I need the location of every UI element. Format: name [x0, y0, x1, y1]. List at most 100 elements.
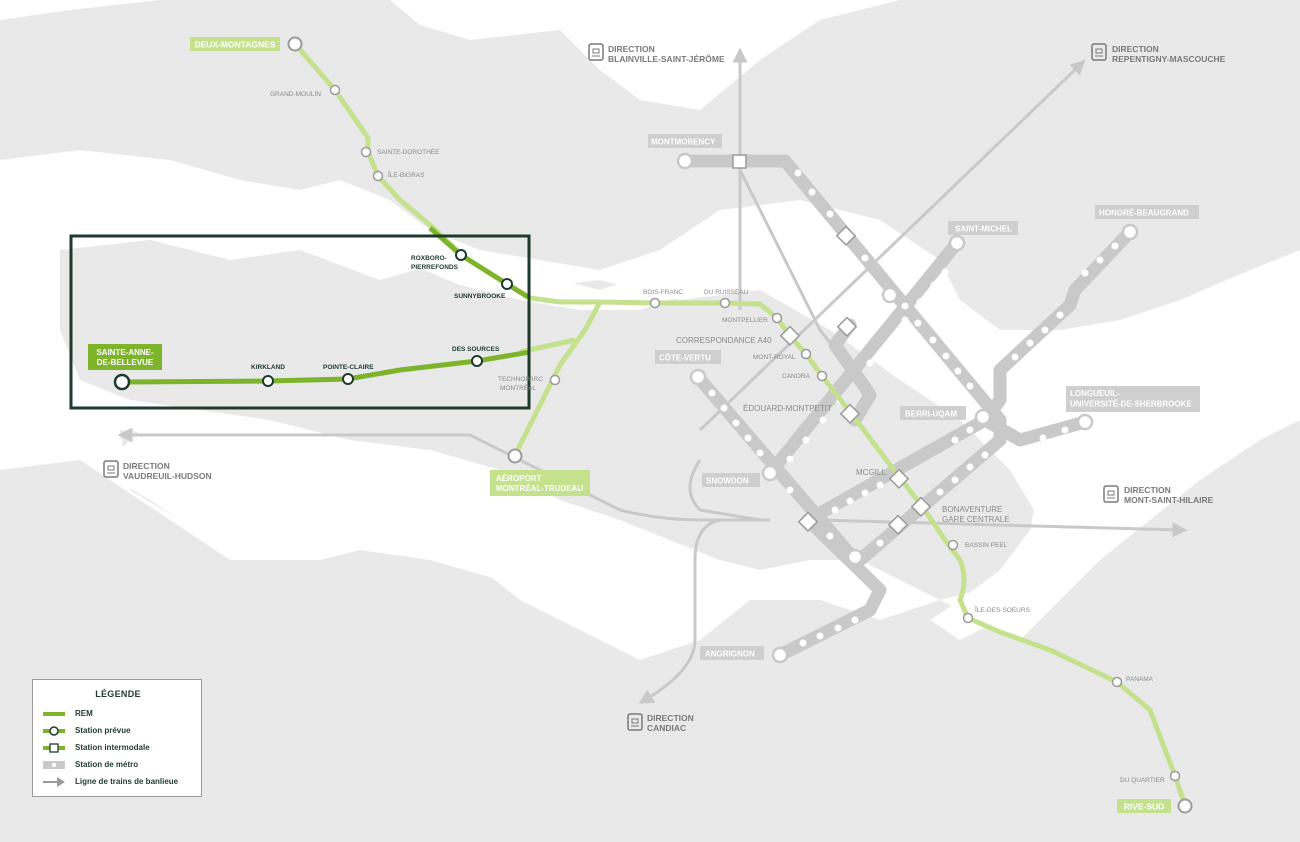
station-longueuil[interactable] — [1076, 413, 1094, 431]
label-deux-montagnes: DEUX-MONTAGNES — [194, 40, 275, 50]
station-du-quartier[interactable] — [1169, 770, 1181, 782]
metro-station-dots — [708, 169, 1119, 647]
svg-text:VAUDREUIL-HUDSON: VAUDREUIL-HUDSON — [123, 471, 212, 481]
station-bassin-peel[interactable] — [947, 539, 959, 551]
station-sainte-anne[interactable] — [113, 373, 131, 391]
legend-item-station-metro: Station de métro — [41, 759, 201, 771]
station-snowdon[interactable] — [761, 464, 779, 482]
label-bonaventure-2: GARE CENTRALE — [942, 515, 1010, 524]
svg-text:DIRECTION: DIRECTION — [647, 713, 694, 723]
rail-loop-snowdon — [688, 459, 761, 522]
intermodal-square-icon[interactable] — [910, 496, 932, 517]
metro-green-loop — [828, 318, 877, 427]
intermodal-square-icon[interactable] — [836, 316, 858, 337]
train-icon — [103, 460, 119, 478]
label-rive-sud: RIVE-SUD — [1124, 802, 1165, 812]
label-roxboro: ROXBORO- — [411, 255, 447, 262]
metro-terminus-stations — [676, 152, 1139, 664]
intermodal-square-icon[interactable] — [835, 225, 857, 246]
rail-repentigny — [698, 59, 1086, 432]
station-des-sources[interactable] — [471, 355, 483, 367]
station-ile-des-soeurs[interactable] — [962, 612, 974, 624]
land-south-shore-west — [0, 420, 1300, 842]
label-roxboro-2: PIERREFONDS — [411, 264, 459, 271]
label-sainte-dorothee: SAINTE-DOROTHÉE — [377, 147, 440, 156]
station-lionel-groulx[interactable] — [846, 548, 864, 566]
metro-green-west — [773, 513, 887, 662]
label-longueuil: LONGUEUIL- — [1070, 389, 1120, 398]
intermodal-square-icon[interactable] — [888, 468, 910, 489]
label-honore-beaugrand: HONORÉ-BEAUGRAND — [1099, 209, 1189, 218]
station-pointe-claire[interactable] — [342, 373, 354, 385]
intermodal-square-icon[interactable] — [797, 511, 819, 532]
station-canora[interactable] — [816, 370, 828, 382]
legend-item-ligne-trains: Ligne de trains de banlieue — [41, 776, 201, 788]
intermodal-square-icon — [43, 743, 65, 753]
label-aeroport-2: MONTRÉAL-TRUDEAU — [496, 484, 583, 493]
rem-highlight-north — [428, 226, 530, 300]
train-icon — [1103, 485, 1119, 503]
station-panama[interactable] — [1111, 676, 1123, 688]
station-bois-franc[interactable] — [649, 297, 661, 309]
metro-orange-east — [678, 154, 1007, 427]
station-aeroport[interactable] — [507, 448, 523, 464]
station-technoparc[interactable] — [549, 374, 561, 386]
station-sunnybrooke[interactable] — [501, 278, 513, 290]
label-saint-michel: SAINT-MICHEL — [955, 225, 1012, 234]
highlight-frame — [69, 234, 531, 410]
intermodal-square-icon[interactable] — [779, 325, 801, 346]
station-deux-montagnes[interactable] — [287, 36, 303, 52]
rem-terminus-light — [287, 36, 1193, 814]
train-icon — [1091, 43, 1107, 61]
station-berri-uqam[interactable] — [974, 408, 992, 426]
rem-terminus-labels: DEUX-MONTAGNES SAINTE-ANNE- DE-BELLEVUE … — [88, 37, 1171, 813]
water-river-north — [120, 170, 960, 330]
label-kirkland: KIRKLAND — [251, 364, 285, 371]
station-mont-royal[interactable] — [800, 348, 812, 360]
land-north-shore — [0, 0, 1300, 330]
station-sainte-dorothee[interactable] — [360, 146, 372, 158]
station-montpellier[interactable] — [771, 312, 783, 324]
station-rive-sud[interactable] — [1177, 798, 1193, 814]
station-montmorency[interactable] — [676, 152, 694, 170]
label-sunnybrooke: SUNNYBROOKE — [454, 293, 506, 300]
station-roxboro[interactable] — [455, 249, 467, 261]
svg-text:BLAINVILLE-SAINT-JÉRÔME: BLAINVILLE-SAINT-JÉRÔME — [608, 53, 725, 64]
metro-green-east — [978, 225, 1137, 427]
station-grand-moulin[interactable] — [329, 84, 341, 96]
station-du-ruisseau[interactable] — [719, 297, 731, 309]
label-sainte-anne: SAINTE-ANNE- — [96, 348, 154, 357]
label-panama: PANAMA — [1126, 676, 1154, 683]
intermodal-square-icon[interactable] — [732, 154, 747, 169]
rail-vaudreuil — [117, 427, 770, 522]
station-saint-michel[interactable] — [948, 234, 966, 252]
direction-labels: DIRECTION BLAINVILLE-SAINT-JÉRÔME DIRECT… — [103, 43, 1226, 733]
intermodal-square-icon[interactable] — [839, 403, 861, 424]
water-layer — [100, 170, 1300, 640]
legend-title: LÉGENDE — [95, 689, 141, 699]
label-cote-vertu: CÔTE-VERTU — [659, 354, 711, 363]
rem-dark-line — [121, 226, 531, 385]
rem-line-icon — [43, 712, 65, 716]
station-honore-beaugrand[interactable] — [1121, 223, 1139, 241]
rail-mont-saint-hilaire — [819, 518, 1188, 538]
station-cote-vertu[interactable] — [689, 368, 707, 386]
station-kirkland[interactable] — [262, 375, 274, 387]
label-technoparc: TECHNOPARC — [498, 376, 543, 383]
svg-text:CANDIAC: CANDIAC — [647, 723, 686, 733]
legend-item-rem: REM — [41, 708, 201, 720]
station-angrignon[interactable] — [771, 646, 789, 664]
station-circle-icon — [43, 726, 65, 736]
rem-station-labels: GRAND-MOULIN SAINTE-DOROTHÉE ÎLE-BIGRAS … — [270, 91, 1165, 784]
station-ile-bigras[interactable] — [372, 170, 384, 182]
label-ile-bigras: ÎLE-BIGRAS — [387, 170, 425, 179]
intermodal-square-icon[interactable] — [887, 514, 909, 535]
label-du-quartier: DU QUARTIER — [1120, 777, 1165, 784]
station-jean-talon[interactable] — [881, 286, 899, 304]
svg-text:DIRECTION: DIRECTION — [1124, 485, 1171, 495]
label-berri-uqam: BERRI-UQAM — [905, 410, 957, 419]
rem-deux-montagnes-branch — [293, 42, 462, 255]
direction-repentigny: DIRECTION REPENTIGNY-MASCOUCHE — [1091, 43, 1226, 64]
